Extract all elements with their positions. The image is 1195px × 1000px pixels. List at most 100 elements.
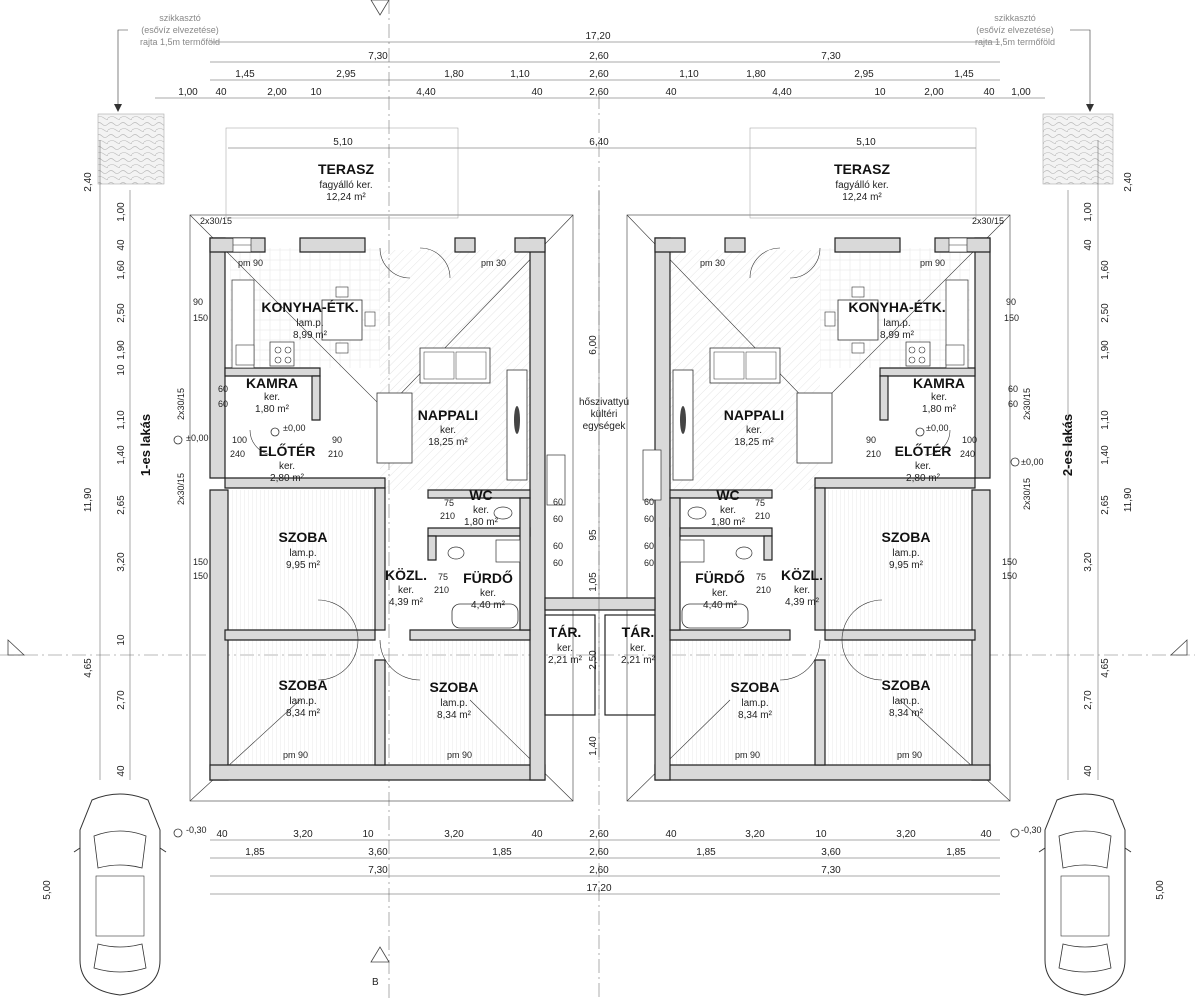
svg-text:8,99 m²: 8,99 m² — [880, 330, 915, 341]
room-labels-unit-2: TERASZ fagyálló ker. 12,24 m² KONYHA-ÉTK… — [621, 161, 965, 721]
dim-terrace-left: 5,10 — [333, 137, 353, 148]
svg-text:10: 10 — [815, 829, 827, 840]
svg-text:11,90: 11,90 — [1123, 487, 1134, 512]
svg-text:4,39 m²: 4,39 m² — [785, 597, 820, 608]
svg-text:150: 150 — [193, 557, 208, 567]
svg-text:ker.: ker. — [630, 643, 646, 654]
svg-text:4,40 m²: 4,40 m² — [471, 600, 506, 611]
svg-text:ker.: ker. — [398, 585, 414, 596]
svg-text:75: 75 — [755, 498, 765, 508]
svg-text:1,80 m²: 1,80 m² — [255, 404, 290, 415]
dim-top-r3-3: 1,80 — [444, 69, 464, 80]
dim-top-r4-2: 40 — [215, 87, 227, 98]
svg-text:ker.: ker. — [279, 461, 295, 472]
bottom-dimensions: 40 3,20 10 3,20 40 2,60 40 3,20 10 3,20 … — [210, 829, 1000, 895]
svg-text:1,10: 1,10 — [1100, 410, 1111, 430]
svg-text:12,24 m²: 12,24 m² — [326, 192, 366, 203]
svg-text:FÜRDŐ: FÜRDŐ — [695, 569, 745, 586]
svg-text:150: 150 — [1002, 557, 1017, 567]
dim-total-top: 17,20 — [585, 31, 610, 42]
svg-text:4,65: 4,65 — [1100, 658, 1111, 678]
svg-text:SZOBA: SZOBA — [882, 529, 931, 545]
svg-text:SZOBA: SZOBA — [882, 677, 931, 693]
svg-text:1,85: 1,85 — [946, 847, 966, 858]
room-labels-unit-1: TERASZ fagyálló ker. 12,24 m² KONYHA-ÉTK… — [246, 161, 583, 721]
svg-text:KAMRA: KAMRA — [913, 375, 965, 391]
svg-text:60: 60 — [1008, 384, 1018, 394]
svg-text:95: 95 — [588, 529, 599, 541]
svg-text:10: 10 — [116, 634, 127, 646]
dim-top-r4-1: 1,00 — [178, 87, 198, 98]
svg-text:3,20: 3,20 — [745, 829, 765, 840]
svg-text:7,30: 7,30 — [821, 865, 841, 876]
dim-top-r4-11: 2,00 — [924, 87, 944, 98]
svg-text:1,00: 1,00 — [116, 202, 127, 222]
svg-text:3,60: 3,60 — [368, 847, 388, 858]
svg-text:40: 40 — [1083, 765, 1094, 777]
room-tar-name: TÁR. — [549, 624, 582, 640]
svg-text:75: 75 — [756, 572, 766, 582]
svg-text:60: 60 — [553, 558, 563, 568]
svg-text:150: 150 — [1002, 571, 1017, 581]
top-dimensions: 17,20 7,30 2,60 7,30 1,45 2,95 1,80 1,10… — [155, 31, 1045, 149]
svg-text:210: 210 — [756, 585, 771, 595]
svg-text:240: 240 — [230, 449, 245, 459]
dim-top-r3-9: 1,45 — [954, 69, 974, 80]
room-furdo-name: FÜRDŐ — [463, 569, 513, 586]
svg-text:ker.: ker. — [720, 505, 736, 516]
svg-text:240: 240 — [960, 449, 975, 459]
svg-text:2x30/15: 2x30/15 — [176, 388, 186, 420]
dim-top-r4-8: 40 — [665, 87, 677, 98]
unit-2 — [604, 214, 1011, 802]
svg-text:40: 40 — [1083, 239, 1094, 251]
svg-text:4,40 m²: 4,40 m² — [703, 600, 738, 611]
svg-text:60: 60 — [553, 514, 563, 524]
svg-text:ker.: ker. — [264, 392, 280, 403]
room-szoba2-name: SZOBA — [279, 677, 328, 693]
dim-top-r4-13: 1,00 — [1011, 87, 1031, 98]
seepage-right: szikkasztó (esővíz elvezetése) rajta 1,5… — [975, 13, 1114, 185]
dim-top-r4-7: 2,60 — [589, 87, 609, 98]
svg-text:pm 90: pm 90 — [447, 750, 472, 760]
svg-text:fagyálló ker.: fagyálló ker. — [835, 180, 888, 191]
svg-text:lam.p.: lam.p. — [892, 548, 919, 559]
svg-text:2,50: 2,50 — [1100, 303, 1111, 323]
svg-text:1,80 m²: 1,80 m² — [711, 517, 746, 528]
unit-1 — [189, 214, 596, 802]
svg-text:3,20: 3,20 — [1083, 552, 1094, 572]
svg-text:210: 210 — [440, 511, 455, 521]
dim-top-r2-3: 7,30 — [821, 51, 841, 62]
svg-text:TERASZ: TERASZ — [834, 161, 890, 177]
svg-text:18,25 m²: 18,25 m² — [734, 437, 774, 448]
svg-text:lam.p.: lam.p. — [883, 318, 910, 329]
level-markers: ±0,00 ±0,00 ±0,00 ±0,00 -0,30 -0,30 2x30… — [173, 216, 1043, 838]
svg-text:NAPPALI: NAPPALI — [724, 407, 784, 423]
svg-text:1,80 m²: 1,80 m² — [464, 517, 499, 528]
unit-1-label: 1-es lakás — [138, 414, 153, 476]
svg-text:10: 10 — [362, 829, 374, 840]
room-szoba1-name: SZOBA — [279, 529, 328, 545]
dim-top-r3-8: 2,95 — [854, 69, 874, 80]
svg-text:lam.p.: lam.p. — [440, 698, 467, 709]
svg-text:szikkasztó: szikkasztó — [994, 13, 1036, 23]
svg-text:ker.: ker. — [794, 585, 810, 596]
svg-text:fagyálló ker.: fagyálló ker. — [319, 180, 372, 191]
svg-text:2,50: 2,50 — [588, 650, 599, 670]
svg-text:pm 30: pm 30 — [700, 258, 725, 268]
svg-text:90: 90 — [193, 297, 203, 307]
svg-text:10: 10 — [116, 364, 127, 376]
svg-text:40: 40 — [980, 829, 992, 840]
seepage-left: szikkasztó (esővíz elvezetése) rajta 1,5… — [97, 13, 220, 185]
svg-text:2x30/15: 2x30/15 — [1022, 478, 1032, 510]
svg-text:2x30/15: 2x30/15 — [176, 473, 186, 505]
svg-text:lam.p.: lam.p. — [289, 696, 316, 707]
dim-top-r4-9: 4,40 — [772, 87, 792, 98]
room-nappali-name: NAPPALI — [418, 407, 478, 423]
svg-text:±0,00: ±0,00 — [283, 423, 305, 433]
svg-text:3,20: 3,20 — [293, 829, 313, 840]
svg-text:40: 40 — [531, 829, 543, 840]
unit-2-label: 2-es lakás — [1060, 414, 1075, 476]
dim-top-r3-2: 2,95 — [336, 69, 356, 80]
svg-text:8,34 m²: 8,34 m² — [286, 708, 321, 719]
svg-text:(esővíz elvezetése): (esővíz elvezetése) — [141, 25, 219, 35]
